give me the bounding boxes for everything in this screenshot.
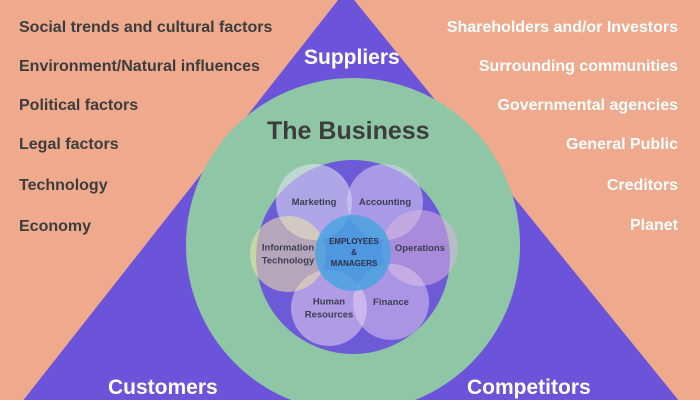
dept-label-marketing: Marketing — [292, 197, 337, 208]
business-title: The Business — [267, 117, 430, 145]
employees-managers-circle — [315, 215, 391, 291]
stakeholder-public: General Public — [565, 136, 678, 153]
factor-technology: Technology — [19, 177, 108, 194]
factor-political: Political factors — [19, 97, 139, 114]
svg-text:EMPLOYEES&MANAGERS: EMPLOYEES&MANAGERS — [329, 237, 379, 268]
customers-label: Customers — [108, 376, 218, 399]
suppliers-label: Suppliers — [304, 46, 400, 69]
factor-economy: Economy — [19, 218, 92, 235]
stakeholder-planet: Planet — [629, 217, 678, 234]
competitors-label: Competitors — [467, 376, 591, 399]
factor-social-trends: Social trends and cultural factors — [19, 19, 273, 36]
stakeholder-government: Governmental agencies — [497, 97, 678, 114]
stakeholder-communities: Surrounding communities — [478, 58, 678, 75]
stakeholder-shareholders: Shareholders and/or Investors — [446, 19, 678, 36]
dept-label-accounting: Accounting — [359, 197, 411, 208]
stakeholder-creditors: Creditors — [606, 177, 678, 194]
factor-legal: Legal factors — [19, 136, 119, 153]
factor-environment: Environment/Natural influences — [19, 58, 260, 75]
dept-label-finance: Finance — [373, 297, 409, 308]
dept-label-operations: Operations — [395, 243, 445, 254]
dept-circle-information-technology — [250, 216, 326, 292]
employees-managers-label: EMPLOYEES&MANAGERS — [329, 237, 379, 268]
